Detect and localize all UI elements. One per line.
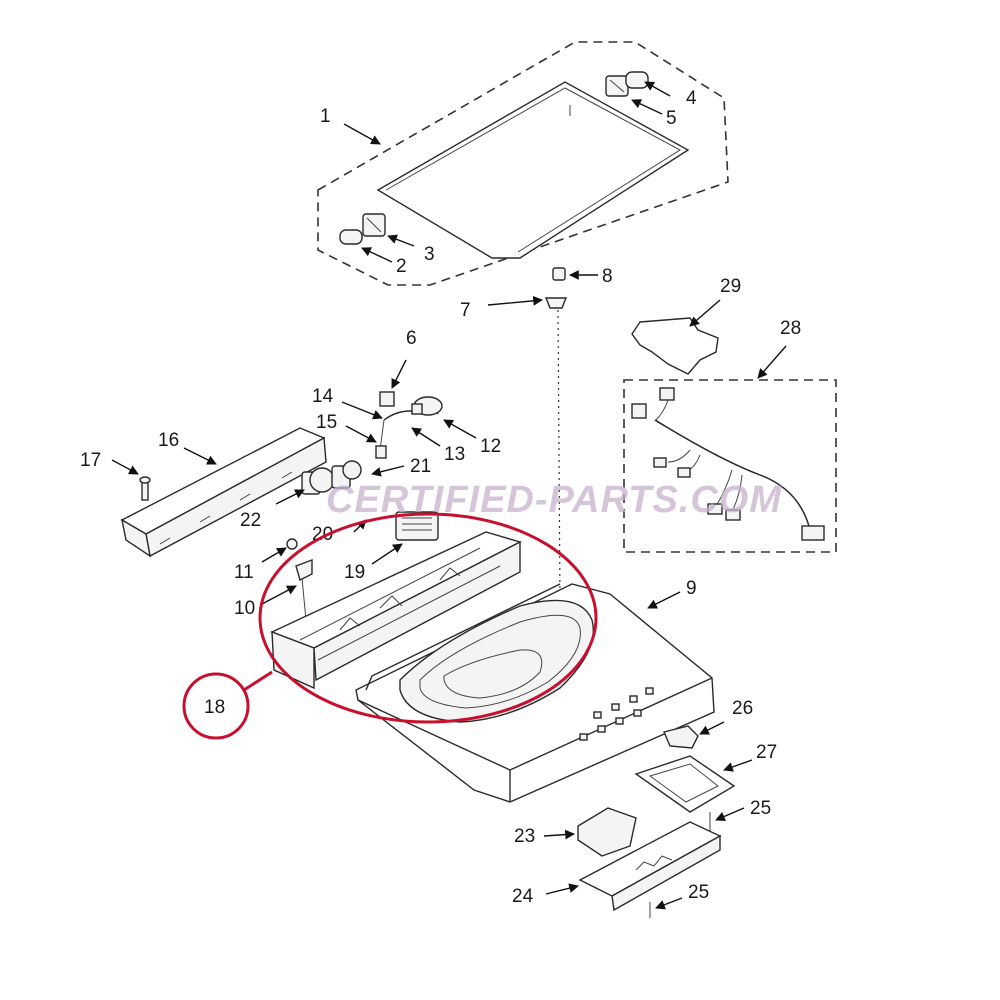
callout-21: 21 <box>410 456 431 477</box>
callout-16: 16 <box>158 430 179 451</box>
bushing-7 <box>544 297 568 309</box>
console-cover <box>111 427 327 558</box>
callout-15: 15 <box>316 412 337 433</box>
callout-3: 3 <box>424 244 435 265</box>
switch-parts <box>341 359 477 459</box>
lid-assembly-dashed-outline <box>317 41 729 286</box>
callout-5: 5 <box>666 108 677 129</box>
callout-9: 9 <box>686 578 697 599</box>
callout-7: 7 <box>460 300 471 321</box>
hinge-bottom <box>339 213 386 245</box>
callout-13: 13 <box>444 444 465 465</box>
control-switches <box>275 460 439 565</box>
bolt-8 <box>552 267 566 281</box>
clip-6 <box>379 391 395 407</box>
part-27 <box>634 755 736 813</box>
screw-bracket <box>261 538 313 621</box>
callout-4: 4 <box>686 88 697 109</box>
console-base <box>270 531 522 690</box>
callout-25-upper: 25 <box>750 798 771 819</box>
wire-harness-dashed-box <box>623 379 837 553</box>
lid-panel <box>376 81 690 259</box>
callout-29: 29 <box>720 276 741 297</box>
switch-19 <box>395 511 439 541</box>
callout-22: 22 <box>240 510 261 531</box>
callout-28: 28 <box>780 318 801 339</box>
callout-14: 14 <box>312 386 334 407</box>
highlight-connector <box>243 670 273 692</box>
lower-parts <box>543 721 753 918</box>
callout-17: 17 <box>80 450 101 471</box>
callout-27: 27 <box>756 742 777 763</box>
callout-18: 18 <box>204 697 225 718</box>
callout-26: 26 <box>732 698 753 719</box>
highlight-18: 18 <box>182 512 598 740</box>
callout-23: 23 <box>514 826 535 847</box>
callout-24: 24 <box>512 886 534 907</box>
callout-6: 6 <box>406 328 417 349</box>
callout-19: 19 <box>344 562 365 583</box>
callout-8: 8 <box>602 266 613 287</box>
callout-1: 1 <box>320 106 331 127</box>
callout-labels: 1 2 3 4 5 6 7 8 9 10 11 12 13 14 15 16 1… <box>80 88 801 907</box>
part-26 <box>663 725 699 749</box>
panel-buttons <box>579 687 654 741</box>
callout-25-lower: 25 <box>688 882 709 903</box>
callout-2: 2 <box>396 256 407 277</box>
wire-harness <box>623 345 837 553</box>
part-23 <box>577 807 637 857</box>
hinge-top <box>605 71 649 97</box>
lid-assembly <box>317 41 729 286</box>
callout-12: 12 <box>480 436 501 457</box>
highlight-circle <box>182 672 250 740</box>
callout-11: 11 <box>234 562 254 583</box>
insulation-pad <box>631 299 721 375</box>
highlight-ellipse <box>258 512 598 724</box>
callout-10: 10 <box>234 598 255 619</box>
